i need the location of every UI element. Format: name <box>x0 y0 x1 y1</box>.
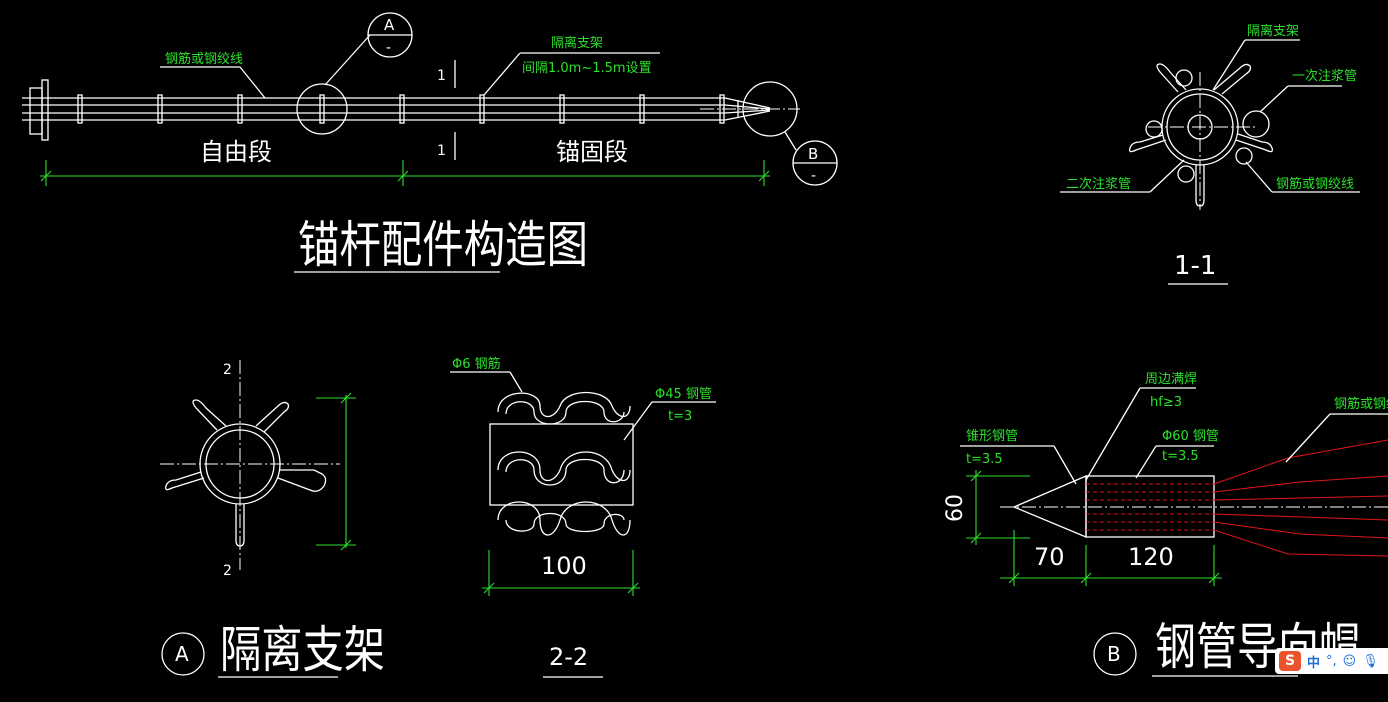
ime-logo[interactable]: S <box>1279 651 1301 671</box>
main-title: 锚杆配件构造图 <box>298 216 588 274</box>
anchor-plate <box>29 87 43 135</box>
main-spacer-label: 隔离支架 <box>551 35 603 51</box>
s11-title: 1-1 <box>1174 251 1216 281</box>
section-mark-bottom: 1 <box>437 143 446 159</box>
s11-grout1-label: 一次注浆管 <box>1292 68 1357 84</box>
main-spacer-spacing: 间隔1.0m~1.5m设置 <box>522 61 652 76</box>
s22-pipe-label: Φ45 钢管 <box>655 387 712 402</box>
callout-b-sub: - <box>811 168 816 184</box>
s22-thickness: t=3 <box>668 409 692 424</box>
detail-b-drawing <box>966 439 1388 586</box>
anchor-rod-elevation: 1 1 <box>22 60 800 160</box>
detail-a-title: 隔离支架 <box>220 621 385 679</box>
s11-grout2-label: 二次注浆管 <box>1066 176 1131 192</box>
detail-b-circle <box>1093 632 1137 676</box>
detail-b-dim-70: 70 <box>1034 543 1065 571</box>
section-1-1 <box>1128 63 1274 210</box>
free-segment-label: 自由段 <box>200 138 272 166</box>
callout-b-letter: B <box>808 145 818 163</box>
detail-a-section-mark-bottom: 2 <box>223 563 232 579</box>
detail-b-weld-label: 周边满焊 <box>1145 371 1197 387</box>
detail-a-section-mark-top: 2 <box>223 362 232 378</box>
detail-b-weld-size: hf≥3 <box>1150 395 1182 410</box>
detail-b-dim-120: 120 <box>1128 543 1174 571</box>
anchor-segment-label: 锚固段 <box>556 138 628 166</box>
callout-a-letter: A <box>384 16 395 34</box>
detail-b-pipe-t: t=3.5 <box>1162 449 1199 464</box>
detail-b-rebar-label: 钢筋或钢绞线 <box>1334 396 1388 412</box>
detail-b-dim-60: 60 <box>943 494 968 522</box>
detail-b-cone-t: t=3.5 <box>966 452 1003 467</box>
smile-icon[interactable]: ☺ <box>1342 653 1357 669</box>
detail-a-letter: A <box>175 642 189 666</box>
segment-dimension <box>40 160 770 186</box>
detail-b-letter: B <box>1107 642 1121 666</box>
anchor-bearing-plate <box>41 79 49 141</box>
main-rebar-label: 钢筋或钢绞线 <box>165 51 243 67</box>
detail-b-pipe-label: Φ60 钢管 <box>1162 429 1219 444</box>
callout-a-sub: - <box>386 40 391 56</box>
ime-mode-toggle[interactable]: 中 <box>1307 655 1321 671</box>
detail-b-cone-label: 锥形钢管 <box>966 429 1018 444</box>
s22-title: 2-2 <box>549 643 588 671</box>
detail-a-drawing: 2 2 <box>160 360 356 579</box>
s22-rebar-label: Φ6 钢筋 <box>452 356 501 372</box>
ime-toolbar[interactable]: S 中 °, ☺ 🎙 <box>1275 648 1388 674</box>
detail-a-circle <box>161 632 205 676</box>
mic-icon[interactable]: 🎙 <box>1362 653 1379 669</box>
callout-b: B - <box>784 131 838 186</box>
section-2-2-drawing <box>482 392 640 596</box>
detail-b-marker <box>742 81 798 137</box>
rod-spacers <box>77 94 725 124</box>
callout-a: A - <box>324 12 413 86</box>
section-mark-top: 1 <box>437 68 446 84</box>
s22-dim-width: 100 <box>541 552 587 580</box>
ime-punct-toggle[interactable]: °, <box>1326 653 1337 669</box>
detail-a-marker <box>296 83 348 135</box>
s11-rebar-label: 钢筋或钢绞线 <box>1276 176 1354 192</box>
s11-spacer-label: 隔离支架 <box>1247 23 1299 39</box>
